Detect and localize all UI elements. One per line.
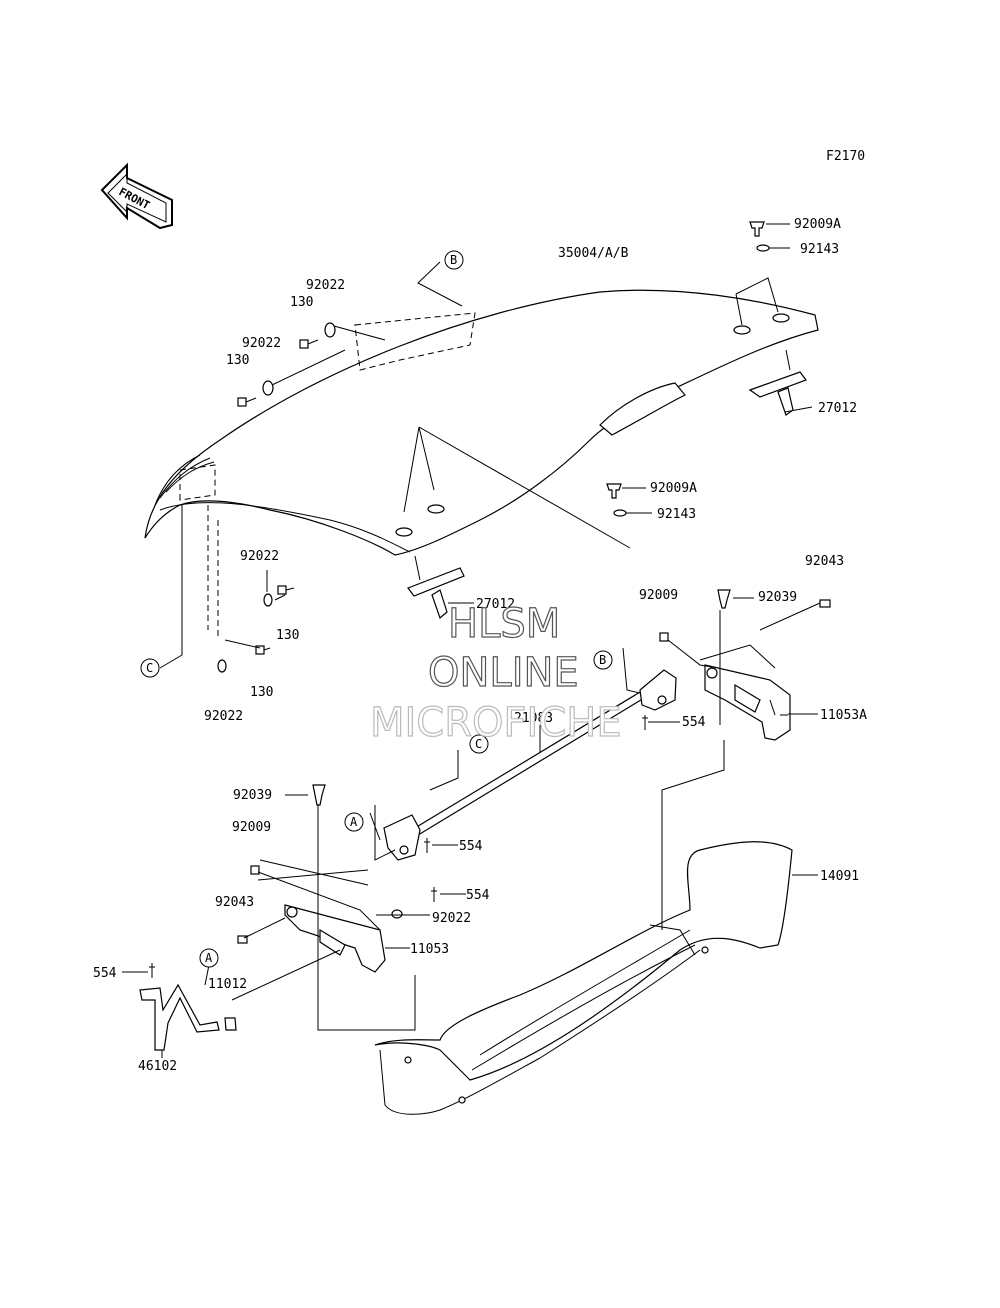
callout-b-top: B [444,250,464,270]
bracket-27012-front [407,567,465,620]
part-label: 130 [250,685,273,700]
svg-text:C: C [475,737,482,751]
mount-hidden [207,505,219,640]
part-label: 27012 [476,597,515,612]
part-label: 92043 [805,554,844,569]
fastener-group-right [606,221,790,517]
part-label: 35004/A/B [558,246,629,261]
part-label: 554 [466,888,490,903]
part-label: 92009A [650,481,697,496]
svg-text:A: A [350,815,358,829]
part-label: 92009 [639,588,678,603]
roof-canopy [144,277,819,556]
part-label: 554 [459,839,483,854]
part-label: 92022 [306,278,345,293]
part-label: 92022 [204,709,243,724]
svg-text:HLSM: HLSM [448,601,560,647]
part-label: 92143 [657,507,696,522]
part-label: 11053 [410,942,449,957]
svg-text:B: B [450,253,457,267]
callout-a-mid: A [344,812,364,832]
part-label: 554 [682,715,706,730]
part-label: 130 [290,295,313,310]
figure-code: F2170 [826,149,865,164]
part-labels: 35004/A/B 92009A 92143 27012 92022 130 9… [93,217,867,1074]
svg-text:MICROFICHE: MICROFICHE [370,700,622,746]
part-label: 27012 [818,401,857,416]
part-label: 92009 [232,820,271,835]
bracket-11053a [659,589,831,920]
cotter-pins [122,715,680,978]
watermark: HLSM ONLINE MICROFICHE [369,600,622,746]
part-label: 92143 [800,242,839,257]
part-label: 92039 [233,788,272,803]
callout-c-mid: C [469,734,489,754]
floor-panel-14091 [374,841,818,1115]
part-label: 14091 [820,869,859,884]
fastener-group-lower [217,570,295,673]
part-label: 92022 [242,336,281,351]
svg-text:A: A [205,951,213,965]
step-46102 [139,959,237,1058]
svg-text:B: B [599,653,606,667]
callout-b-mid: B [593,650,613,670]
bracket-11053 [231,784,430,1031]
part-label: 92009A [794,217,841,232]
bracket-27012-rear [748,371,807,416]
callout-a-left: A [199,948,219,968]
roof-hidden-lines [354,312,476,371]
part-label: 92043 [215,895,254,910]
part-label: 11012 [208,977,247,992]
part-label: 554 [93,966,117,981]
roof-front-hidden [179,464,216,501]
part-label: 92022 [432,911,471,926]
part-label: 11053A [820,708,867,723]
front-arrow-icon: FRONT [100,162,173,230]
callout-c-left: C [140,658,160,678]
svg-text:C: C [146,661,153,675]
part-label: 130 [276,628,299,643]
svg-text:ONLINE: ONLINE [428,650,579,696]
part-label: 46102 [138,1059,177,1074]
part-label: 92039 [758,590,797,605]
part-label: 21083 [514,711,553,726]
part-label: 92022 [240,549,279,564]
fastener-group-left [237,322,386,407]
part-label: 130 [226,353,249,368]
crossbar-21083 [369,647,677,861]
